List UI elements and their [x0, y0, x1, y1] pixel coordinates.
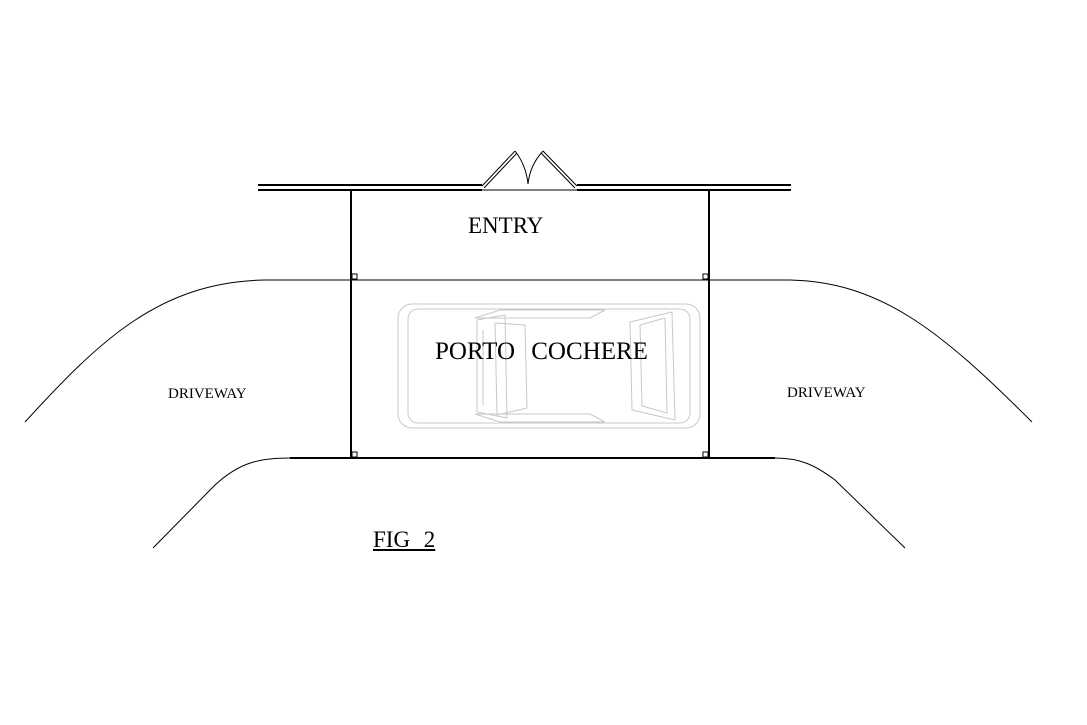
building-wall	[258, 184, 791, 191]
porte-cochere-label: PORTO COCHERE	[435, 338, 648, 365]
figure-caption: FIG 2	[373, 527, 436, 552]
post-markers	[351, 273, 709, 458]
entry-label: ENTRY	[468, 213, 544, 238]
double-door	[481, 150, 578, 191]
driveway-left-label: DRIVEWAY	[168, 386, 247, 402]
driveway-right-label: DRIVEWAY	[787, 385, 866, 401]
car-outline	[397, 303, 701, 429]
canopy-posts	[350, 190, 710, 458]
driveway-edges	[24, 279, 1033, 549]
